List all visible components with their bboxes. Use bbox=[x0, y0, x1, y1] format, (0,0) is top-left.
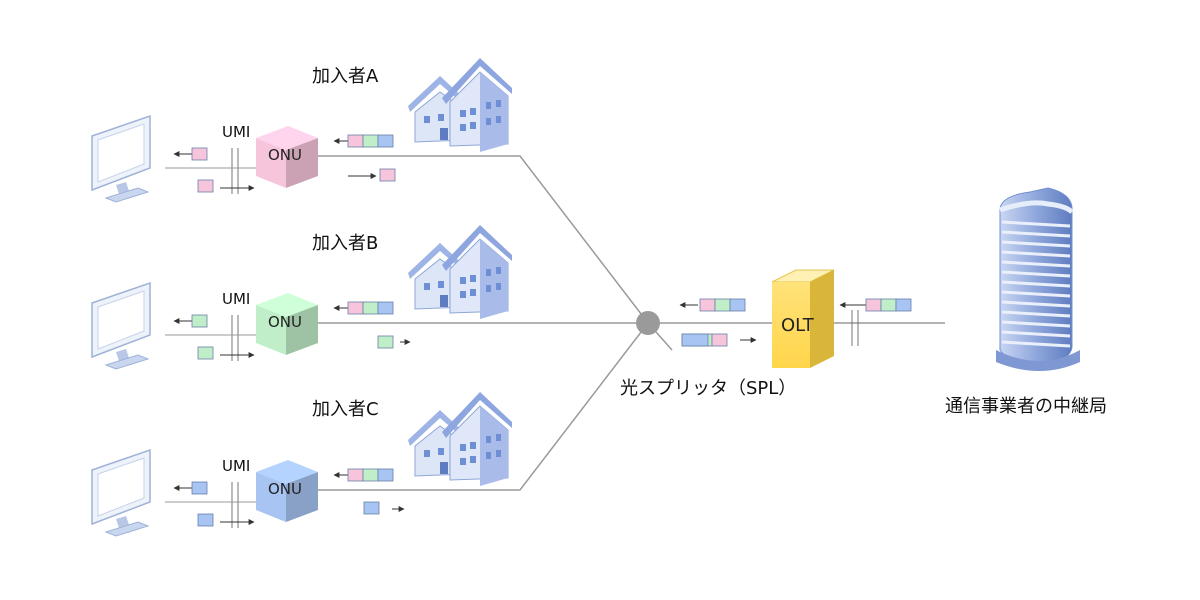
onu-box: ONU bbox=[256, 460, 318, 522]
upstream-packet bbox=[363, 501, 380, 515]
onu-label: ONU bbox=[268, 146, 302, 164]
onu-box: ONU bbox=[256, 126, 318, 188]
subscriber-label: 加入者B bbox=[312, 233, 378, 254]
central-office-label: 通信事業者の中継局 bbox=[945, 396, 1107, 417]
upstream-packet bbox=[379, 168, 396, 182]
upstream-packet bbox=[197, 513, 214, 527]
downstream-packet bbox=[347, 301, 394, 315]
fiber-a bbox=[318, 155, 649, 324]
downstream-packet bbox=[347, 134, 394, 148]
subscriber-row-c: 加入者C UMI bbox=[91, 391, 513, 537]
subscriber-label: 加入者C bbox=[312, 399, 379, 420]
delivered-packet bbox=[191, 147, 208, 161]
downstream-packet bbox=[347, 468, 394, 482]
onu-box: ONU bbox=[256, 293, 318, 355]
olt-label: OLT bbox=[781, 315, 815, 336]
upstream-packet bbox=[377, 335, 394, 349]
subscriber-row-a: 加入者A UMI bbox=[91, 57, 513, 203]
downstream-packet-co bbox=[865, 298, 912, 312]
olt-box: OLT bbox=[771, 269, 835, 368]
splitter-node bbox=[636, 311, 660, 335]
onu-layer: ONU ONU ONU bbox=[256, 126, 318, 522]
monitor-icon bbox=[91, 115, 151, 203]
delivered-packet bbox=[191, 314, 208, 328]
umi-label: UMI bbox=[222, 290, 250, 308]
house-icon bbox=[407, 57, 513, 153]
splitter-label: 光スプリッタ（SPL） bbox=[620, 378, 796, 399]
subscriber-row-b: 加入者B UMI bbox=[91, 224, 513, 370]
house-icon bbox=[407, 224, 513, 320]
central-office-building-icon bbox=[996, 187, 1080, 371]
subscriber-label: 加入者A bbox=[312, 66, 379, 87]
house-icon bbox=[407, 391, 513, 487]
onu-label: ONU bbox=[268, 480, 302, 498]
downstream-packet-olt bbox=[699, 298, 746, 312]
upstream-packet bbox=[197, 179, 214, 193]
monitor-icon bbox=[91, 449, 151, 537]
monitor-icon bbox=[91, 282, 151, 370]
packet-layer bbox=[165, 134, 912, 528]
umi-label: UMI bbox=[222, 123, 250, 141]
delivered-packet bbox=[191, 481, 208, 495]
fiber-c bbox=[318, 322, 649, 491]
umi-label: UMI bbox=[222, 457, 250, 475]
upstream-packet bbox=[197, 346, 214, 360]
onu-label: ONU bbox=[268, 313, 302, 331]
